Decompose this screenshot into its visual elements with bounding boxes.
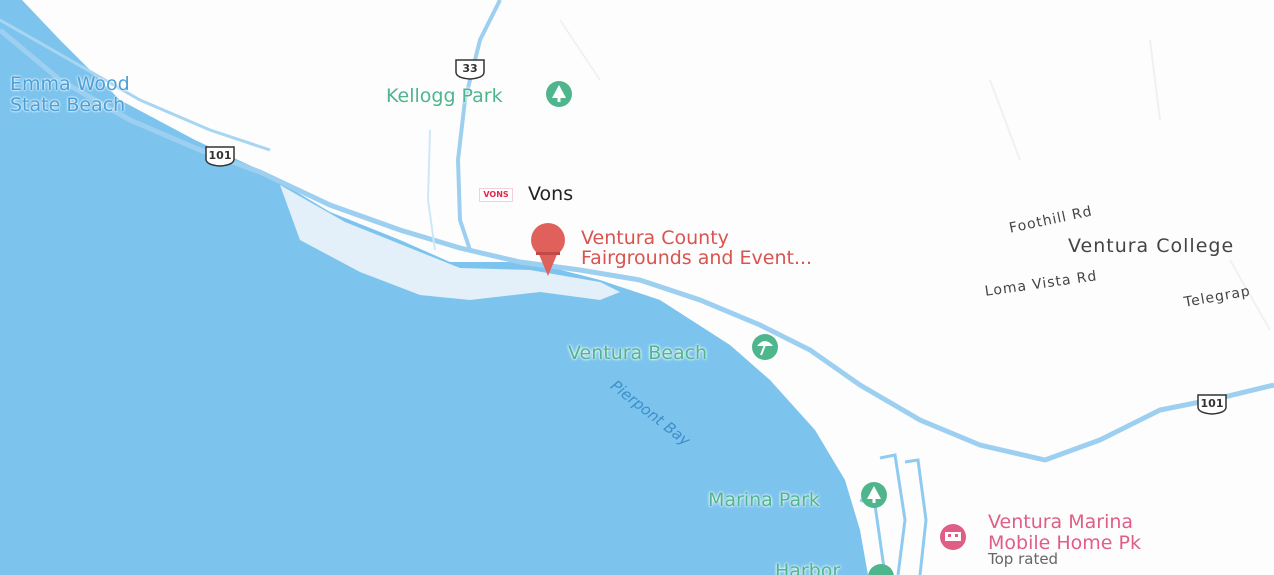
marina-home-label-line2[interactable]: Mobile Home Pk <box>988 532 1141 554</box>
tree-icon[interactable] <box>542 79 576 114</box>
route-101-west-shield[interactable]: 101 <box>203 145 237 167</box>
marina-home-label-line1[interactable]: Ventura Marina <box>988 511 1134 533</box>
kellogg-park-label[interactable]: Kellogg Park <box>386 85 503 107</box>
vons-logo[interactable]: VONS <box>479 188 513 202</box>
highway-33 <box>455 0 502 251</box>
route-101-east-number: 101 <box>1200 397 1224 410</box>
ventura-beach-label[interactable]: Ventura Beach <box>568 342 708 364</box>
shield-icon <box>205 146 235 167</box>
route-101-west-number: 101 <box>208 149 232 162</box>
shield-icon <box>1197 394 1227 415</box>
map-pin-icon[interactable] <box>524 222 572 283</box>
mobile-home-icon[interactable] <box>936 522 970 557</box>
river-channel <box>426 129 436 251</box>
emma-wood-state-beach-label[interactable]: Emma Wood State Beach <box>10 73 130 116</box>
fairgrounds-label-line2[interactable]: Fairgrounds and Event... <box>581 247 813 269</box>
coastal-road <box>0 18 271 152</box>
marina-park-label[interactable]: Marina Park <box>708 489 820 511</box>
top-rated-label: Top rated <box>988 550 1059 568</box>
harbor-icon[interactable] <box>864 562 898 575</box>
harbor-label[interactable]: Harbor <box>775 560 841 575</box>
tree-icon[interactable] <box>857 480 891 515</box>
shield-icon <box>455 59 485 80</box>
fairgrounds-label-line1[interactable]: Ventura County <box>581 227 729 249</box>
route-33-number: 33 <box>462 62 478 75</box>
route-101-east-shield[interactable]: 101 <box>1195 393 1229 415</box>
route-33-shield[interactable]: 33 <box>453 58 487 80</box>
harbor-channels <box>859 453 928 575</box>
vons-label[interactable]: Vons <box>528 183 574 205</box>
ventura-college-label[interactable]: Ventura College <box>1068 235 1235 257</box>
beach-strip <box>280 185 620 300</box>
land-roads <box>559 19 1271 331</box>
beach-umbrella-icon[interactable] <box>748 332 782 367</box>
